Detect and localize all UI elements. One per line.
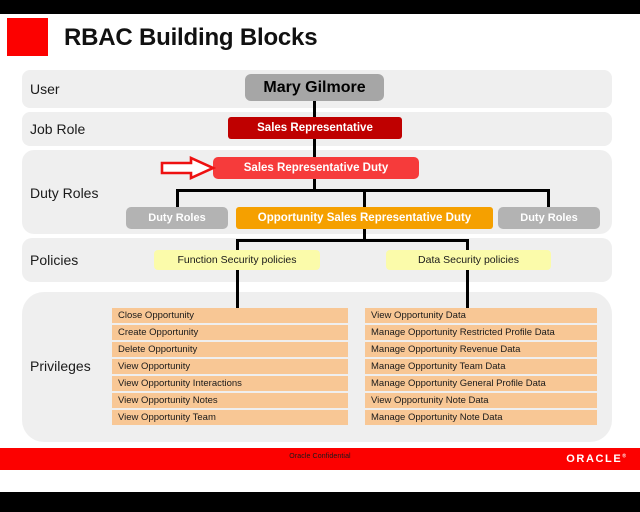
connector-policy-data-to-privileges: [466, 270, 469, 308]
footer-bar: Oracle Confidential ORACLE®: [0, 448, 640, 470]
list-item[interactable]: Manage Opportunity Revenue Data: [365, 342, 597, 357]
callout-arrow-icon: [160, 155, 217, 181]
list-item[interactable]: Delete Opportunity: [112, 342, 348, 357]
connector-bus-to-duty-right: [547, 189, 550, 208]
page-title: RBAC Building Blocks: [64, 24, 318, 51]
list-item[interactable]: Manage Opportunity General Profile Data: [365, 376, 597, 391]
node-duty-role-main[interactable]: Sales Representative Duty: [213, 157, 419, 179]
connector-duty-role-to-bus: [313, 179, 316, 192]
list-item[interactable]: View Opportunity Notes: [112, 393, 348, 408]
node-duty-role-left[interactable]: Duty Roles: [126, 207, 228, 229]
list-item[interactable]: View Opportunity Note Data: [365, 393, 597, 408]
brand-red-square: [7, 18, 48, 56]
connector-bus-to-duty-center: [363, 189, 366, 208]
list-item[interactable]: Create Opportunity: [112, 325, 348, 340]
node-job-role[interactable]: Sales Representative: [228, 117, 402, 139]
connector-job-role-to-duty-role: [313, 139, 316, 157]
list-item[interactable]: View Opportunity: [112, 359, 348, 374]
oracle-logo: ORACLE®: [566, 453, 626, 465]
row-label-privileges: Privileges: [30, 358, 91, 374]
registered-mark-icon: ®: [622, 453, 626, 460]
privileges-data-security-list: View Opportunity Data Manage Opportunity…: [365, 308, 597, 425]
list-item[interactable]: Manage Opportunity Note Data: [365, 410, 597, 425]
connector-bus-to-duty-left: [176, 189, 179, 208]
node-opportunity-duty-role[interactable]: Opportunity Sales Representative Duty: [236, 207, 493, 229]
list-item[interactable]: Manage Opportunity Team Data: [365, 359, 597, 374]
oracle-wordmark: ORACLE: [566, 453, 623, 465]
node-duty-role-right[interactable]: Duty Roles: [498, 207, 600, 229]
bottom-black-bar: [0, 492, 640, 512]
list-item[interactable]: View Opportunity Team: [112, 410, 348, 425]
list-item[interactable]: Manage Opportunity Restricted Profile Da…: [365, 325, 597, 340]
row-label-job-role: Job Role: [30, 121, 86, 137]
node-data-security-policies[interactable]: Data Security policies: [386, 250, 551, 270]
privileges-function-security-list: Close Opportunity Create Opportunity Del…: [112, 308, 348, 425]
connector-bus-to-policy-function: [236, 239, 239, 251]
list-item[interactable]: Close Opportunity: [112, 308, 348, 323]
row-label-policies: Policies: [30, 252, 79, 268]
connector-policy-bus: [236, 239, 469, 242]
list-item[interactable]: View Opportunity Data: [365, 308, 597, 323]
row-label-duty-roles: Duty Roles: [30, 185, 99, 201]
node-user[interactable]: Mary Gilmore: [245, 74, 384, 101]
connector-user-to-job-role: [313, 101, 316, 117]
connector-bus-to-policy-data: [466, 239, 469, 251]
list-item[interactable]: View Opportunity Interactions: [112, 376, 348, 391]
connector-policy-function-to-privileges: [236, 270, 239, 308]
top-black-bar: [0, 0, 640, 14]
node-function-security-policies[interactable]: Function Security policies: [154, 250, 320, 270]
confidential-label: Oracle Confidential: [289, 453, 351, 460]
row-label-user: User: [30, 81, 60, 97]
connector-duty-center-to-policy-bus: [363, 229, 366, 241]
